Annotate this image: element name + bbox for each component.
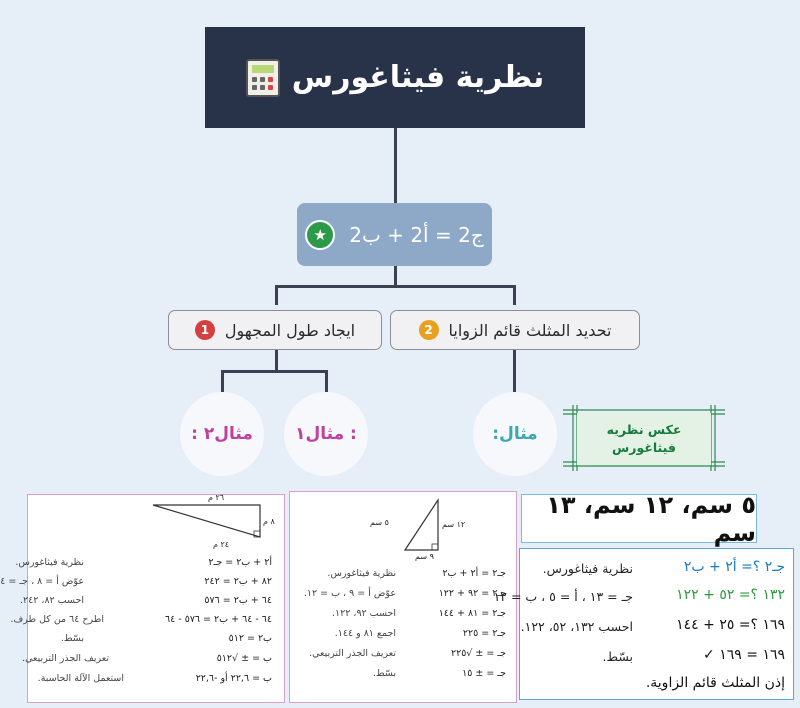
calculator-icon <box>245 58 280 97</box>
branch-find-unknown-label: ايجاد طول المجهول <box>224 320 356 340</box>
connector-branch-right <box>513 285 516 305</box>
step-note: احسب ٨٢، ٢٤٢. <box>20 595 84 606</box>
step-note: تعريف الجذر التربيعي. <box>22 653 109 664</box>
example-circle: مثال: <box>473 392 557 476</box>
example2-label: مثال٢ : <box>191 424 253 444</box>
example-label: مثال: <box>492 424 538 444</box>
connector-formula-branches <box>394 266 397 286</box>
formula-node: ج2 = أ2 + ب2 ★ <box>297 203 492 266</box>
step-equation: ١٦٩ = ١٦٩ ✓ <box>703 647 785 663</box>
connector-example1 <box>325 370 328 392</box>
example-sides-heading: ٥ سم، ١٢ سم، ١٣ سم <box>521 491 757 547</box>
branch-find-unknown: ايجاد طول المجهول 1 <box>168 310 382 350</box>
step-equation: ١٣٢ ؟= ٥٢ + ١٢٢ <box>676 587 785 603</box>
connector-examples-horizontal <box>221 370 328 373</box>
step-equation: جـ٢ ؟= أ٢ + ب٢ <box>683 559 785 575</box>
step-note: تعريف الجذر التربيعي. <box>309 648 396 659</box>
triangle-bottom-label: ٢٤ م <box>213 540 230 549</box>
triangle-side-label: ١٢ سم <box>442 520 466 529</box>
step-note: اجمع ٨١ و ١٤٤. <box>334 628 396 639</box>
connector-left-down <box>275 350 278 372</box>
step-note: بسّط. <box>602 649 633 664</box>
triangle-bottom-label: ٩ سم <box>415 552 434 561</box>
step-equation: ٨٢ + ب٢ = ٢٤٢ <box>204 576 272 587</box>
sides-heading-text: ٥ سم، ١٢ سم، ١٣ سم <box>546 490 756 547</box>
title-text: نظرية فيثاغورس <box>291 60 545 95</box>
converse-line1: عكس نظريه <box>606 422 682 437</box>
triangle-top-label: ٢٦ م <box>208 493 225 502</box>
title-node: نظرية فيثاغورس <box>205 27 585 128</box>
step-equation: جـ = ± ١٥ <box>462 668 506 679</box>
connector-right-down <box>513 350 516 392</box>
step-note: نظرية فيثاغورس. <box>327 568 396 579</box>
step-note: جـ = ١٣ ، أ = ٥ ، ب = ١٢ <box>493 589 633 604</box>
step-equation: ب = ± √٥١٢ <box>216 653 272 664</box>
step-note: نظرية فيثاغورس. <box>542 561 633 576</box>
step-equation: ٦٤ + ب٢ = ٥٧٦ <box>204 595 272 606</box>
example1-panel: ١٢ سم ٥ سم ٩ سم نظرية فيثاغورس. جـ٢ = أ٢… <box>289 491 517 703</box>
step-note: بسّط. <box>60 633 84 644</box>
step-equation: ٦٤ - ٦٤ + ب٢ = ٥٧٦ - ٦٤ <box>165 614 272 625</box>
step-note: استعمل الآلة الحاسبة. <box>37 673 124 684</box>
converse-line2: فيثاغورس <box>612 440 676 455</box>
step-note: عوّض أ = ٨ ، جـ = ٢٤. <box>0 576 84 587</box>
triangle-left-label: ٥ سم <box>370 518 389 527</box>
step-equation: جـ٢ = ٢٢٥ <box>462 628 506 639</box>
step-note: نظرية فيثاغورس. <box>15 557 84 568</box>
number-badge-icon: 2 <box>418 320 439 340</box>
example1-label: : مثال١ <box>295 424 357 444</box>
step-note: احسب ١٣٢، ٥٢، ١٢٢. <box>520 619 633 634</box>
example1-circle: : مثال١ <box>284 392 368 476</box>
conclusion-text: إذن المثلث قائم الزاوية. <box>645 675 785 691</box>
connector-branch-left <box>275 285 278 305</box>
step-equation: جـ = ± √٢٢٥ <box>450 648 506 659</box>
step-equation: جـ٢ = ٩٢ + ١٢٢ <box>438 588 506 599</box>
connector-example2 <box>221 370 224 392</box>
step-note: احسب ٩٢، ١٢٢. <box>332 608 396 619</box>
example2-circle: مثال٢ : <box>180 392 264 476</box>
converse-theorem-box: عكس نظريه فيثاغورس <box>563 405 725 471</box>
step-equation: ب٢ = ٥١٢ <box>228 633 272 644</box>
step-equation: ب = ٢٢,٦ أو -٢٢,٦ <box>195 673 272 684</box>
step-note: عوّض أ = ٩ ، ب = ١٢. <box>303 588 396 599</box>
step-equation: جـ٢ = أ٢ + ب٢ <box>442 568 506 579</box>
step-equation: أ٢ + ب٢ = جـ٢ <box>208 557 272 568</box>
step-note: بسّط. <box>372 668 396 679</box>
connector-title-formula <box>394 128 397 203</box>
step-equation: جـ٢ = ٨١ + ١٤٤ <box>438 608 506 619</box>
example-panel: نظرية فيثاغورس. جـ٢ ؟= أ٢ + ب٢ جـ = ١٣ ،… <box>494 548 794 700</box>
branch-right-angle: تحديد المثلث قائم الزوايا 2 <box>390 310 640 350</box>
triangle-side-label: ٨ م <box>263 517 275 526</box>
star-icon: ★ <box>305 219 336 250</box>
branch-right-angle-label: تحديد المثلث قائم الزوايا <box>448 320 612 340</box>
connector-branch-horizontal <box>275 285 515 288</box>
triangle-diagram <box>403 498 439 551</box>
example2-panel: ٢٦ م ٨ م ٢٤ م نظرية فيثاغورس. أ٢ + ب٢ = … <box>0 493 285 703</box>
number-badge-icon: 1 <box>194 320 215 340</box>
step-note: اطرح ٦٤ من كل طرف. <box>10 614 104 625</box>
triangle-diagram <box>152 504 261 538</box>
step-equation: ١٦٩ ؟= ٢٥ + ١٤٤ <box>676 617 785 633</box>
formula-text: ج2 = أ2 + ب2 <box>349 222 484 247</box>
